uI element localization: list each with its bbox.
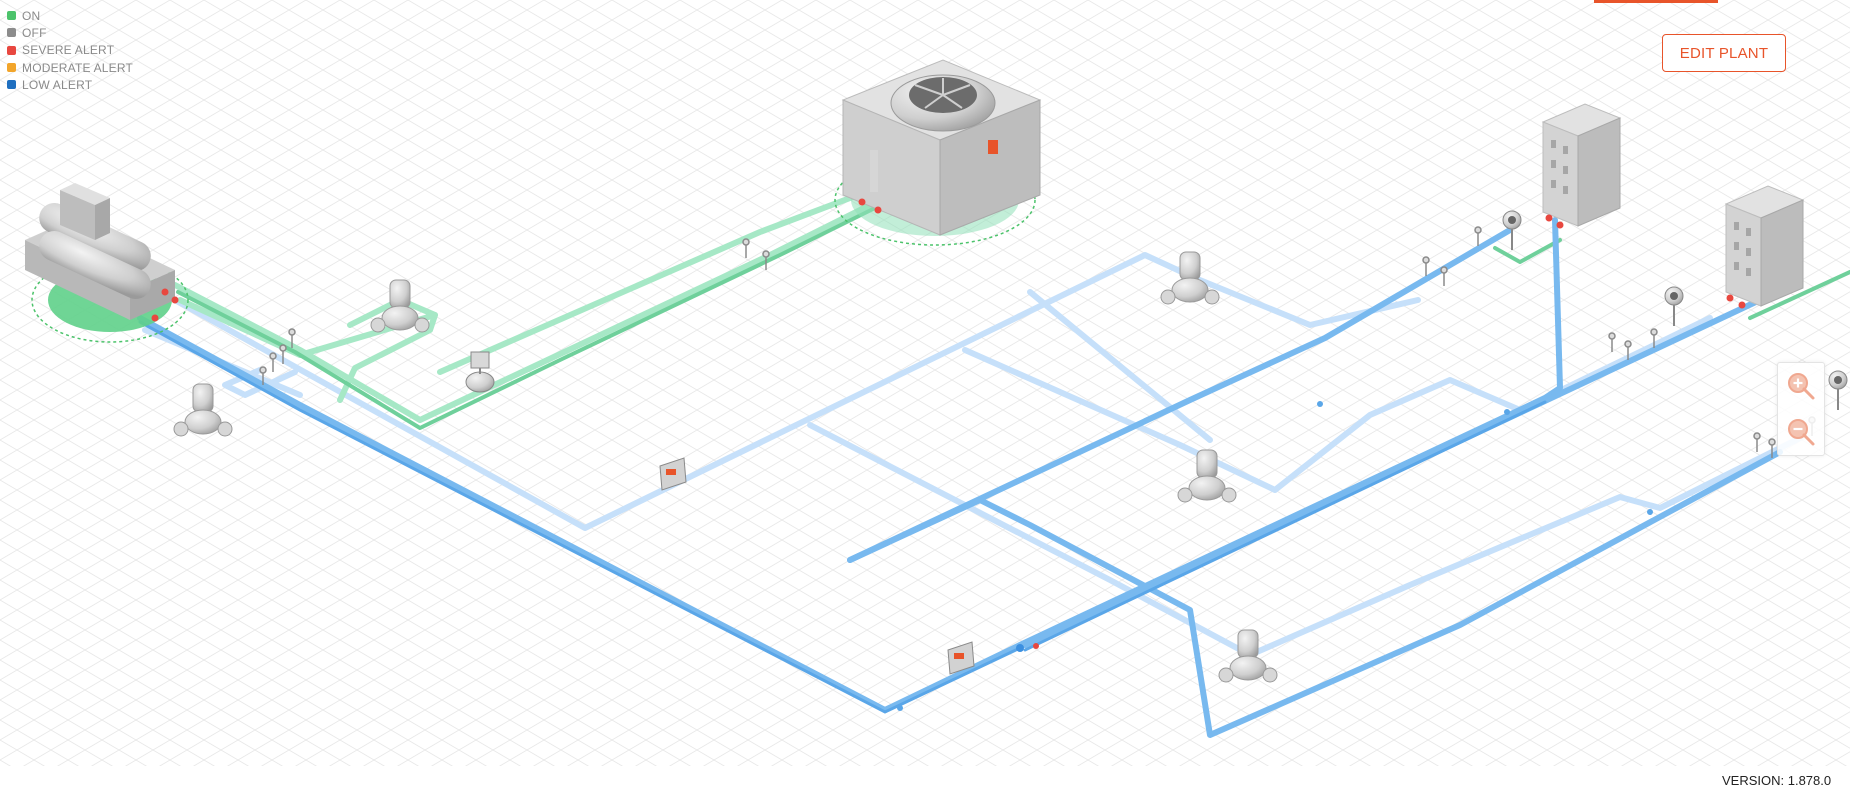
legend-label: ON [22,8,41,23]
legend-label: LOW ALERT [22,77,93,92]
sensor-icon [1474,226,1482,246]
legend-label: MODERATE ALERT [22,60,134,75]
sensor-icon [269,352,277,372]
building-icon[interactable] [1724,185,1805,309]
controller-icon[interactable] [947,641,975,675]
junction-markers [897,401,1653,711]
sensor-icon [1768,438,1776,458]
legend-item-low-alert: LOW ALERT [7,76,133,93]
chiller-icon[interactable] [25,183,189,343]
legend-swatch [7,80,16,90]
legend-item-moderate-alert: MODERATE ALERT [7,59,133,76]
sensor-icon [1608,332,1616,352]
pipes-low-dark [138,320,1547,714]
legend-item-on: ON [7,7,133,24]
sensor-icon [742,238,750,258]
valve-icon[interactable] [1502,210,1522,250]
pump-icon[interactable] [1218,629,1278,683]
legend-label: SEVERE ALERT [22,43,115,58]
version-label: VERSION: 1.878.0 [1722,773,1832,788]
sensor-icon [1624,340,1632,360]
sensor-icon [1422,256,1430,276]
flow-meter-icon[interactable] [465,351,495,393]
pump-icon[interactable] [1177,449,1237,503]
legend-swatch [7,11,16,21]
sensor-icon [279,344,287,364]
sensor-icon [288,328,296,348]
legend-swatch [7,63,16,73]
zoom-out-icon [1788,419,1815,446]
building-icon[interactable] [1541,103,1622,229]
top-accent-bar [1594,0,1718,3]
edit-plant-button[interactable]: EDIT PLANT [1662,34,1786,72]
sensor-icon [1440,266,1448,286]
sensor-icon [1753,432,1761,452]
legend-swatch [7,28,16,38]
valve-icon[interactable] [1828,370,1848,410]
sensor-icon [762,250,770,270]
sensor-icon [259,366,267,385]
zoom-in-icon [1788,373,1815,400]
zoom-in-button[interactable] [1778,363,1824,409]
pump-icon[interactable] [173,383,233,437]
zoom-out-button[interactable] [1778,409,1824,455]
sensors[interactable] [259,226,1816,458]
zoom-controls [1777,362,1825,456]
controller-icon[interactable] [659,457,687,491]
legend-swatch [7,45,16,55]
valve-icon[interactable] [1664,286,1684,326]
sensor-icon [1650,328,1658,348]
footer-bar [0,766,1850,791]
legend-label: OFF [22,25,47,40]
status-legend: ON OFF SEVERE ALERT MODERATE ALERT LOW A… [7,7,133,93]
pump-icon[interactable] [370,279,430,333]
legend-item-severe-alert: SEVERE ALERT [7,42,133,59]
legend-item-off: OFF [7,24,133,41]
cooling-tower-icon[interactable] [834,59,1042,246]
pump-icon[interactable] [1160,251,1220,305]
